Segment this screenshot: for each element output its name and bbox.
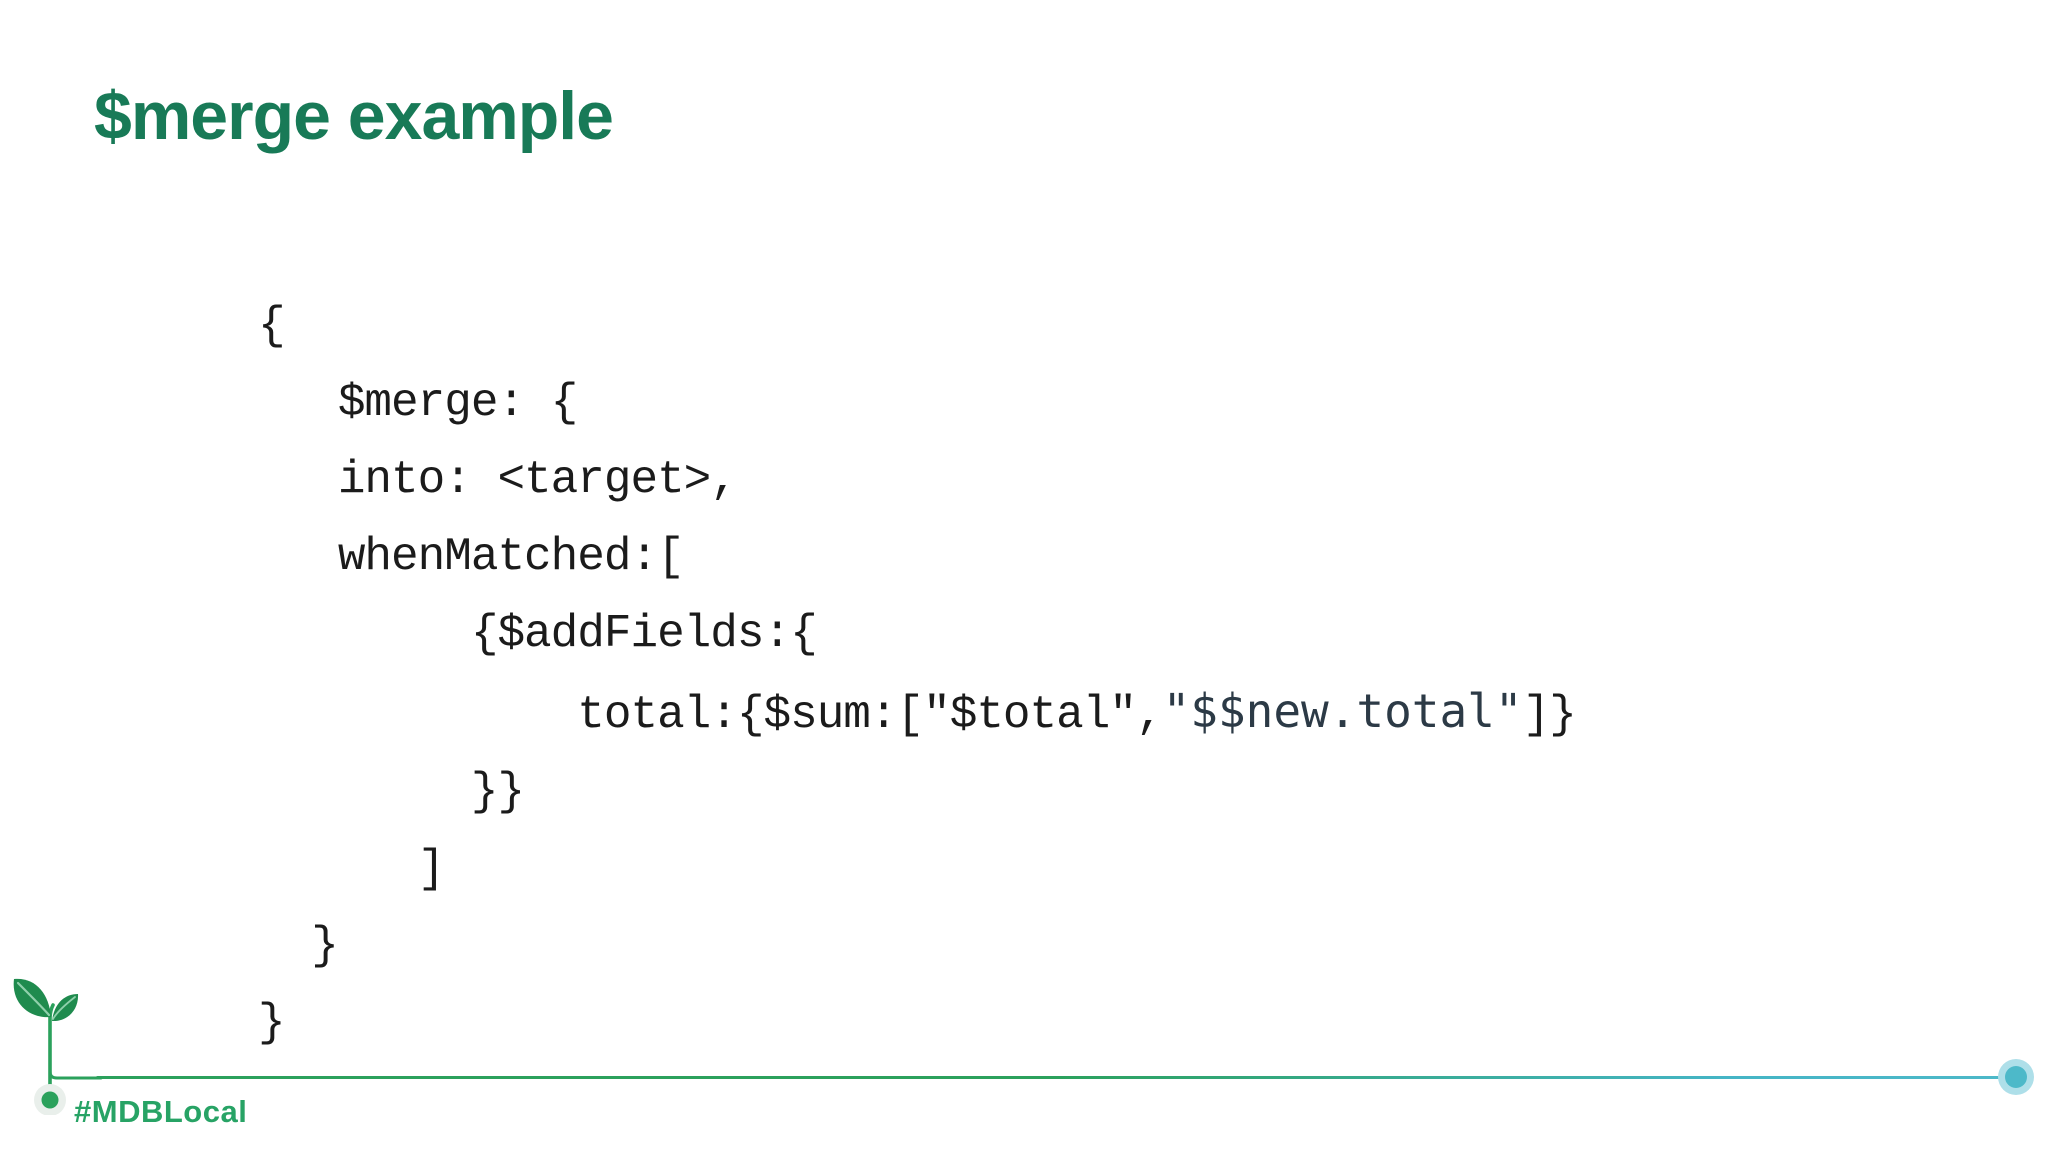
- sprout-stem-elbow: [48, 1063, 103, 1080]
- sprout-stem: [48, 1003, 55, 1095]
- footer-start-dot-icon: [41, 1091, 59, 1109]
- code-segment: {: [258, 300, 286, 352]
- sprout-small-leaf-vein: [52, 996, 76, 1020]
- sprout-big-leaf-vein: [16, 981, 51, 1017]
- code-segment: into: <target>,: [258, 454, 738, 506]
- code-segment: $merge: {: [258, 377, 578, 429]
- code-segment: {$addFields:{: [258, 608, 818, 660]
- code-segment: whenMatched:[: [258, 531, 685, 583]
- code-line: {: [258, 288, 1576, 365]
- code-line: }}: [258, 754, 1576, 831]
- code-line: }: [258, 985, 1576, 1062]
- code-line: whenMatched:[: [258, 519, 1576, 596]
- code-segment-highlight: "$$new.total": [1162, 684, 1523, 738]
- sprout-icon: [13, 978, 103, 1115]
- code-segment: ]: [258, 843, 446, 895]
- code-segment: }}: [258, 766, 525, 818]
- code-segment: }: [258, 920, 339, 972]
- footer-end-dot-icon: [2005, 1066, 2027, 1088]
- code-line: {$addFields:{: [258, 596, 1576, 673]
- page-title: $merge example: [94, 78, 614, 154]
- code-line: }: [258, 908, 1576, 985]
- code-segment: }: [258, 997, 286, 1049]
- code-line: ]: [258, 831, 1576, 908]
- code-line: into: <target>,: [258, 442, 1576, 519]
- code-segment: ]}: [1522, 689, 1577, 741]
- code-block: { $merge: { into: <target>, whenMatched:…: [258, 288, 1577, 1062]
- code-line: $merge: {: [258, 365, 1576, 442]
- footer-hashtag: #MDBLocal: [74, 1094, 248, 1129]
- code-segment: total:{$sum:["$total",: [258, 689, 1163, 741]
- footer-line: [96, 1076, 2014, 1079]
- code-line: total:{$sum:["$total","$$new.total"]}: [258, 673, 1577, 754]
